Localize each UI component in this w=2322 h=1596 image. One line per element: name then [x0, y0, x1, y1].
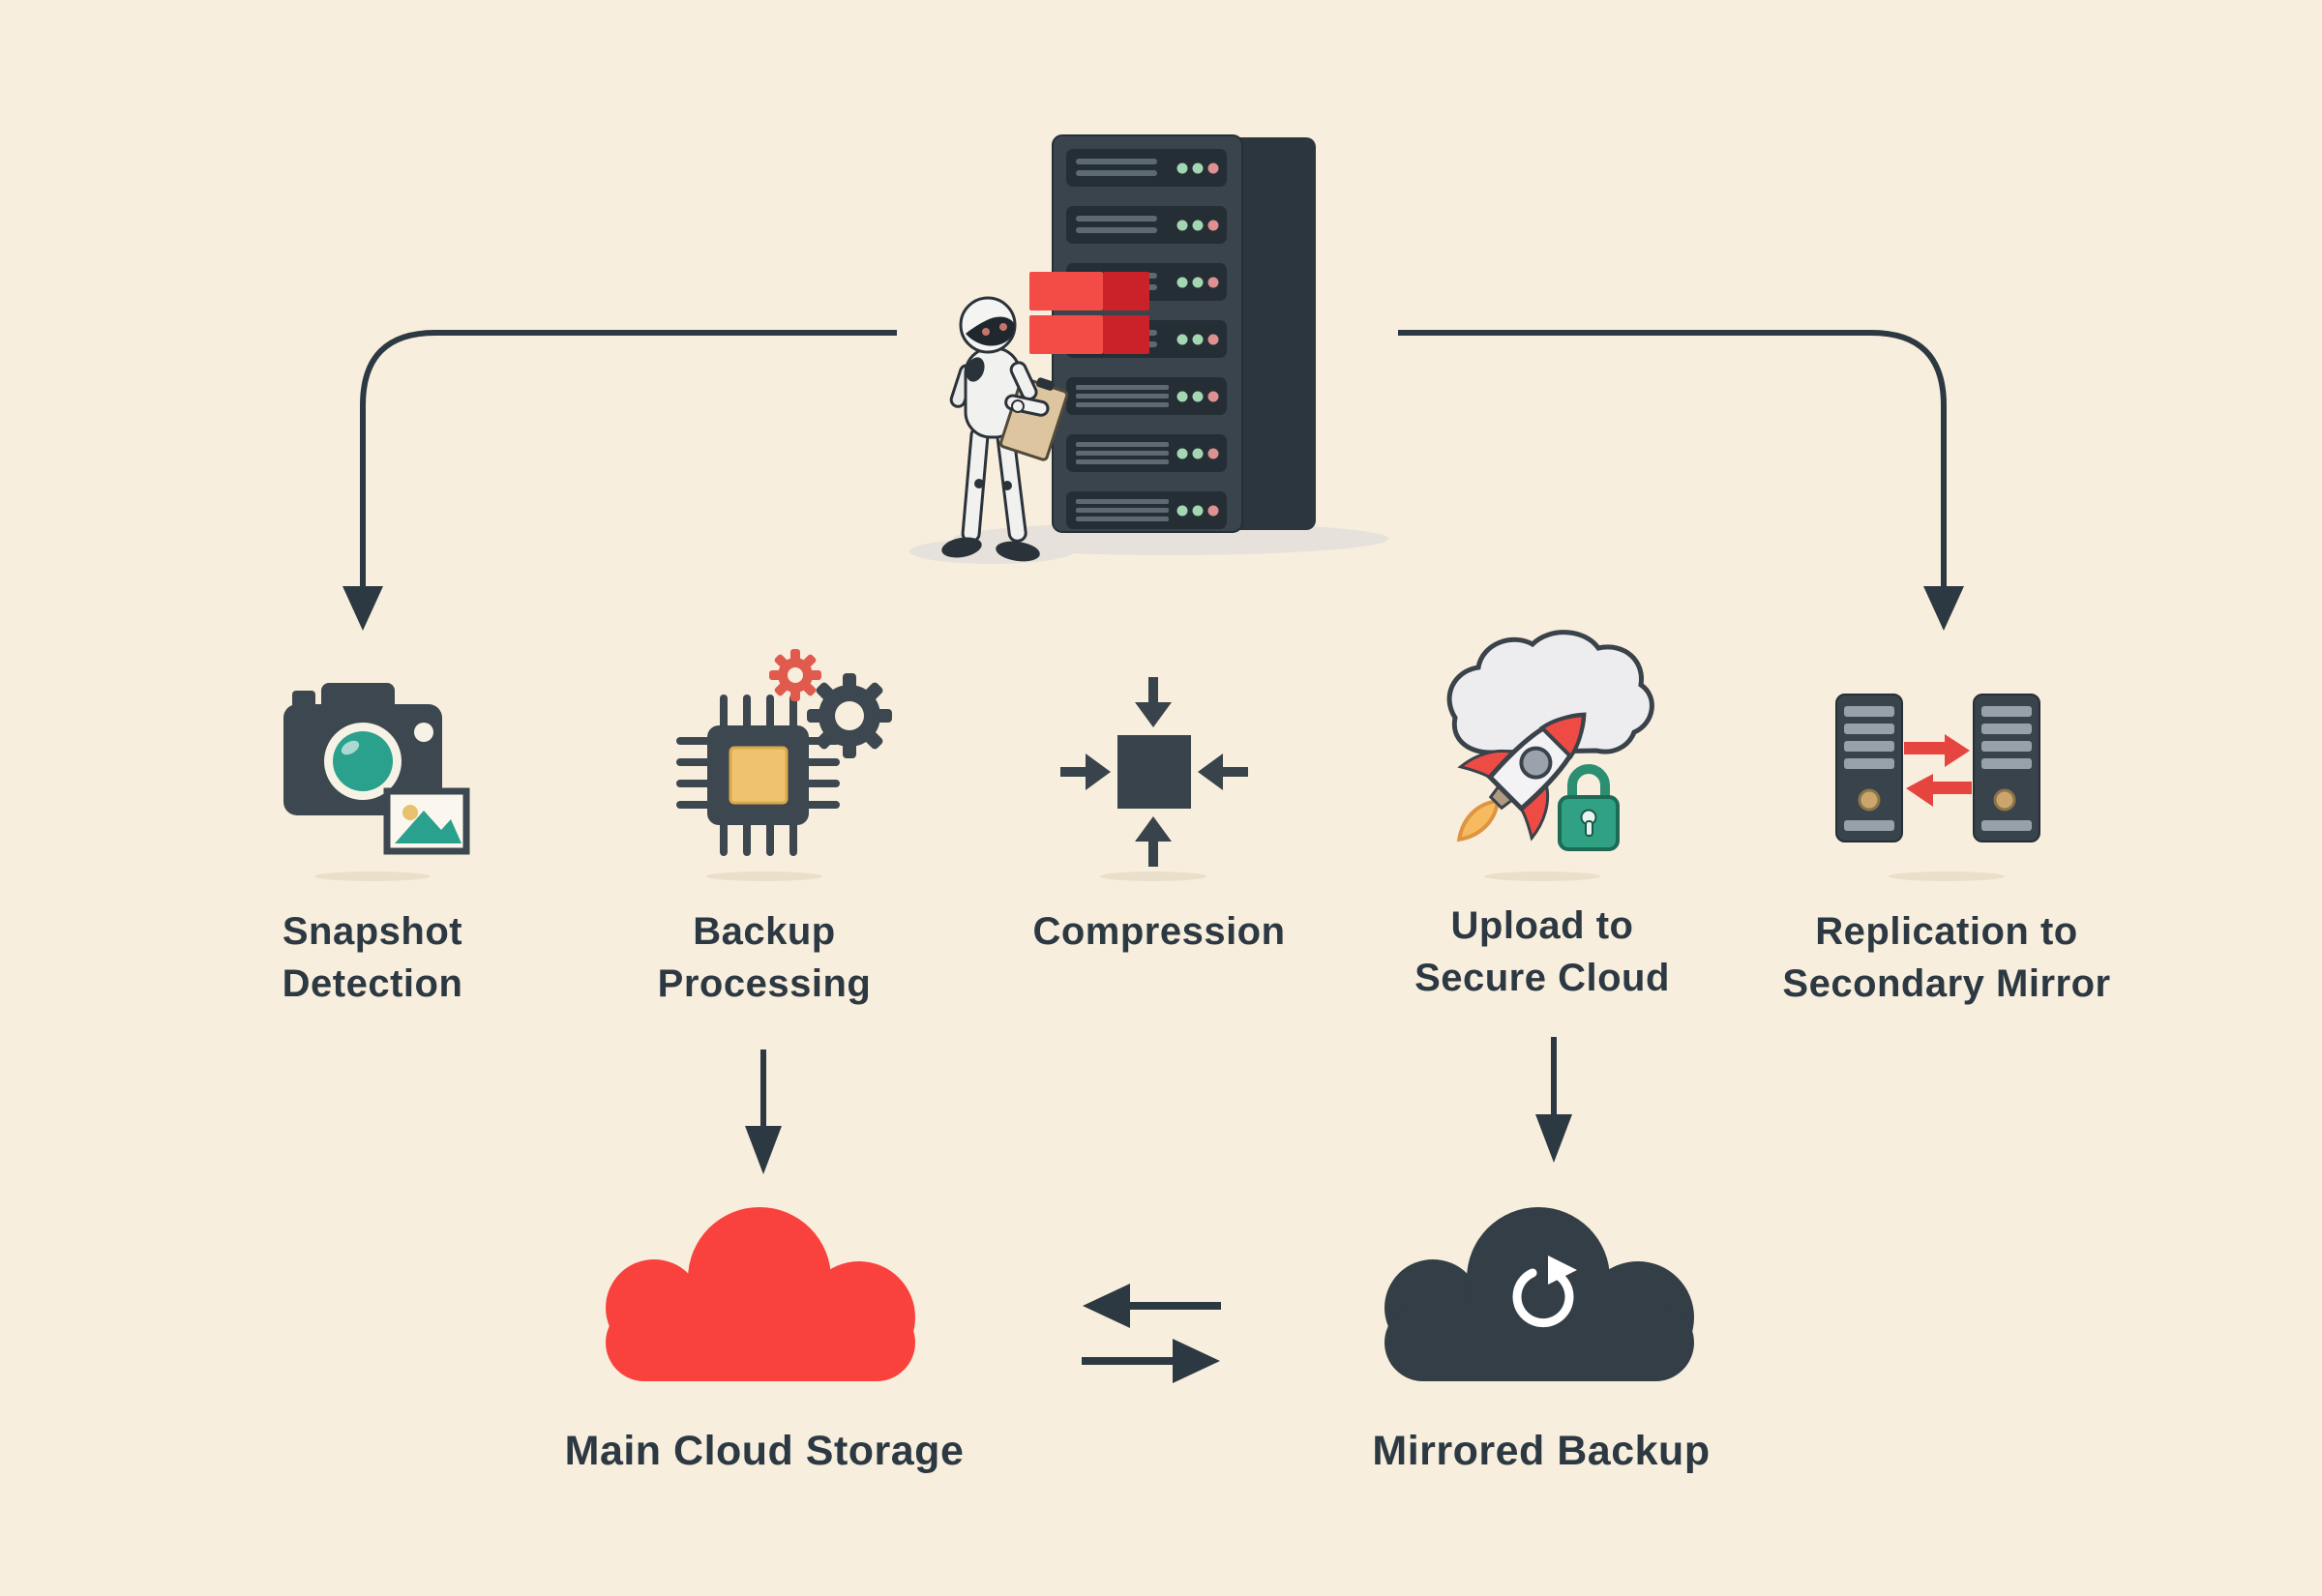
label-backup-processing: Backup Processing: [619, 905, 909, 1010]
dark-cloud-sync-icon: [1384, 1207, 1694, 1381]
label-line: Processing: [657, 962, 872, 1005]
arrow-server-to-snapshot: [342, 330, 897, 631]
rocket-icon: [1456, 712, 1587, 842]
robot-operator-illustration: [941, 296, 1069, 562]
server-rack-icon: [1029, 134, 1316, 533]
label-line: Main Cloud Storage: [564, 1428, 965, 1474]
red-cloud-icon: [606, 1207, 915, 1381]
label-line: Upload to: [1450, 904, 1634, 947]
tower-server-right: [1973, 694, 2040, 842]
label-line: Replication to: [1815, 910, 2078, 953]
label-line: Compression: [1032, 910, 1286, 953]
label-line: Secure Cloud: [1414, 957, 1670, 999]
label-snapshot-detection: Snapshot Detection: [227, 905, 518, 1010]
label-line: Mirrored Backup: [1372, 1428, 1711, 1474]
gear-small-red-icon: [769, 649, 821, 701]
server-rack-robot-illustration: [909, 134, 1388, 564]
cloud-rocket-lock-icon: [1446, 630, 1654, 851]
sync-arrows: [1082, 1284, 1221, 1383]
robot-shadow: [909, 539, 1074, 564]
label-line: Backup: [693, 910, 836, 953]
red-drive-icon: [1029, 272, 1149, 354]
label-line: Snapshot: [282, 910, 463, 953]
arrow-upload-to-mirrored: [1535, 1037, 1572, 1163]
refresh-icon: [1512, 1256, 1577, 1328]
gear-large-icon: [807, 673, 892, 758]
label-line: Secondary Mirror: [1782, 962, 2111, 1005]
label-mirrored-backup: Mirrored Backup: [1297, 1424, 1785, 1478]
label-replication-secondary-mirror: Replication to Secondary Mirror: [1724, 905, 2169, 1010]
photo-thumbnail: [383, 787, 470, 855]
label-upload-secure-cloud: Upload to Secure Cloud: [1368, 900, 1716, 1004]
label-main-cloud-storage: Main Cloud Storage: [521, 1424, 1008, 1478]
replication-arrows: [1904, 734, 1972, 807]
icon-shadows: [314, 872, 2005, 881]
label-line: Detection: [282, 962, 463, 1005]
label-compression: Compression: [985, 905, 1333, 958]
status-leds: [1176, 163, 1219, 517]
arrow-server-to-replication: [1398, 330, 1964, 631]
flow-arrows: [342, 330, 1964, 1383]
upload-cloud: [1446, 630, 1654, 755]
camera-photo-icon: [283, 683, 470, 855]
compress-square-icon: [1060, 677, 1248, 867]
chip-gears-icon: [676, 649, 892, 856]
lock-icon: [1558, 764, 1620, 851]
arrow-processing-to-main-cloud: [745, 1049, 782, 1174]
tower-server-left: [1835, 694, 1903, 842]
mirrored-servers-icon: [1835, 694, 2040, 842]
